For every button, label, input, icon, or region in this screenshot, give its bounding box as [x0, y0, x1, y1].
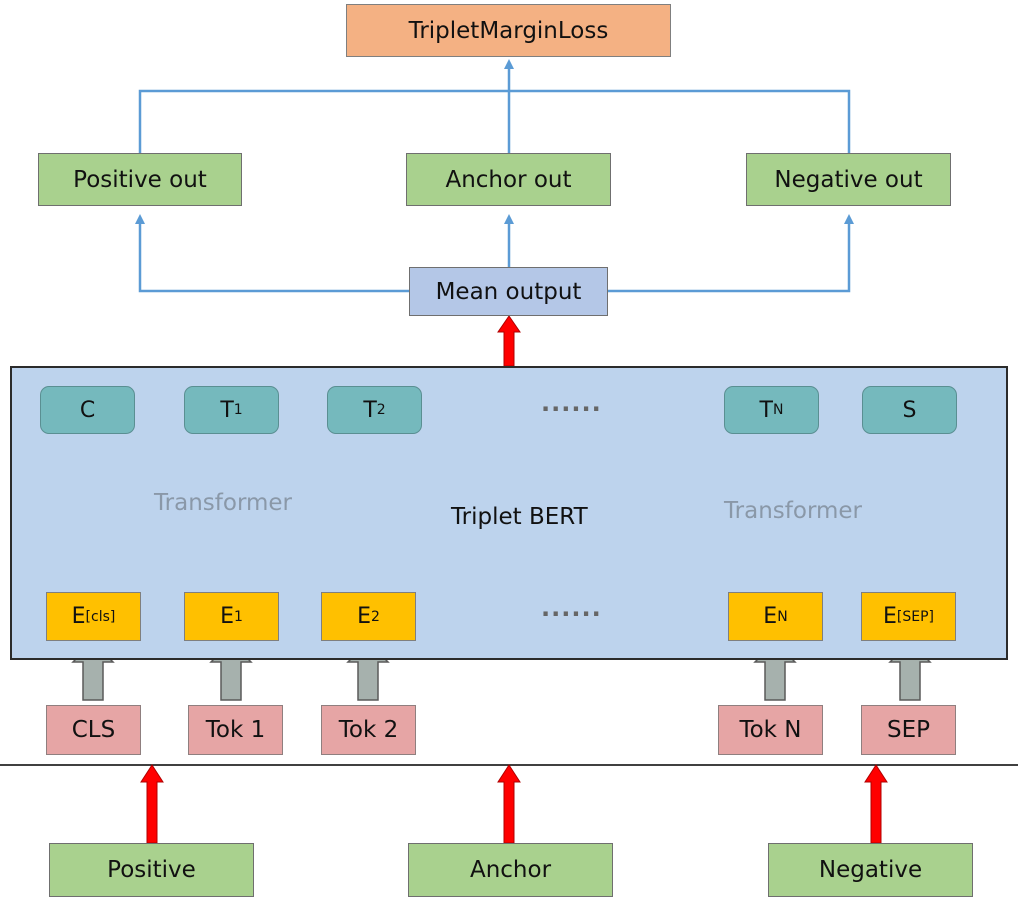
input-token-sep: SEP — [861, 705, 956, 755]
token-output-tn-base: T — [759, 397, 773, 423]
mean-output-box: Mean output — [409, 267, 608, 316]
input-token-tok2: Tok 2 — [321, 705, 416, 755]
token-output-s-label: S — [902, 397, 917, 423]
positive-out-label: Positive out — [73, 166, 207, 193]
red-arrow-bert-to-mean — [497, 315, 521, 367]
triplet-bert-title: Triplet BERT — [451, 504, 588, 530]
positive-input-box: Positive — [49, 843, 254, 897]
triplet-bert-container — [10, 366, 1008, 660]
token-output-c-label: C — [79, 397, 96, 423]
token-output-t2-base: T — [363, 397, 377, 423]
embedding-n-base: E — [763, 604, 778, 629]
input-token-tok1-label: Tok 1 — [205, 717, 266, 743]
red-arrow-negative — [864, 764, 888, 844]
loss-connectors — [138, 59, 851, 153]
input-token-tokn: Tok N — [718, 705, 823, 755]
embedding-1-sub: 1 — [233, 608, 243, 625]
embedding-cls-sub: [cls] — [85, 608, 116, 625]
negative-to-loss-line — [509, 89, 851, 153]
embedding-n-sub: N — [777, 608, 788, 625]
embedding-1-base: E — [220, 604, 234, 629]
negative-out-box: Negative out — [746, 153, 951, 206]
token-output-c: C — [40, 386, 135, 434]
input-token-cls: CLS — [46, 705, 141, 755]
anchor-out-box: Anchor out — [406, 153, 611, 206]
mean-connectors — [135, 214, 854, 293]
negative-out-label: Negative out — [774, 166, 923, 193]
ellipsis-bottom: ...... — [541, 594, 602, 622]
embedding-cls-base: E — [71, 604, 86, 629]
triplet-margin-loss-label: TripletMarginLoss — [408, 17, 609, 44]
token-output-s: S — [862, 386, 957, 434]
input-token-tok2-label: Tok 2 — [338, 717, 399, 743]
embedding-cls: E[cls] — [46, 592, 141, 641]
input-token-cls-label: CLS — [71, 717, 116, 743]
positive-out-box: Positive out — [38, 153, 242, 206]
token-output-tn-sub: N — [772, 402, 784, 418]
red-arrow-positive — [140, 764, 164, 844]
input-token-tokn-label: Tok N — [739, 717, 802, 743]
input-token-tok1: Tok 1 — [188, 705, 283, 755]
positive-to-loss-line — [138, 89, 509, 153]
embedding-2-sub: 2 — [370, 608, 380, 625]
transformer-label-right: Transformer — [724, 498, 863, 524]
token-output-t1-sub: 1 — [233, 402, 243, 418]
mean-to-negative-line — [608, 214, 854, 293]
negative-input-box: Negative — [768, 843, 973, 897]
red-arrow-anchor — [497, 764, 521, 844]
mean-to-positive-line — [135, 214, 409, 293]
transformer-label-left: Transformer — [154, 490, 293, 516]
anchor-input-box: Anchor — [408, 843, 613, 897]
embedding-sep: E[SEP] — [861, 592, 956, 641]
anchor-input-label: Anchor — [469, 857, 552, 883]
token-output-t2-sub: 2 — [376, 402, 386, 418]
anchor-out-label: Anchor out — [445, 166, 572, 193]
embedding-sep-base: E — [882, 604, 897, 629]
positive-input-label: Positive — [107, 857, 196, 883]
embedding-2-base: E — [357, 604, 371, 629]
mean-output-label: Mean output — [435, 278, 582, 305]
triplet-margin-loss-box: TripletMarginLoss — [346, 4, 671, 57]
embedding-sep-sub: [SEP] — [896, 608, 934, 625]
input-token-sep-label: SEP — [886, 717, 930, 743]
red-arrows-inputs — [140, 764, 888, 844]
token-output-t1-base: T — [220, 397, 234, 423]
ellipsis-top: ...... — [541, 389, 602, 417]
negative-input-label: Negative — [818, 857, 923, 883]
